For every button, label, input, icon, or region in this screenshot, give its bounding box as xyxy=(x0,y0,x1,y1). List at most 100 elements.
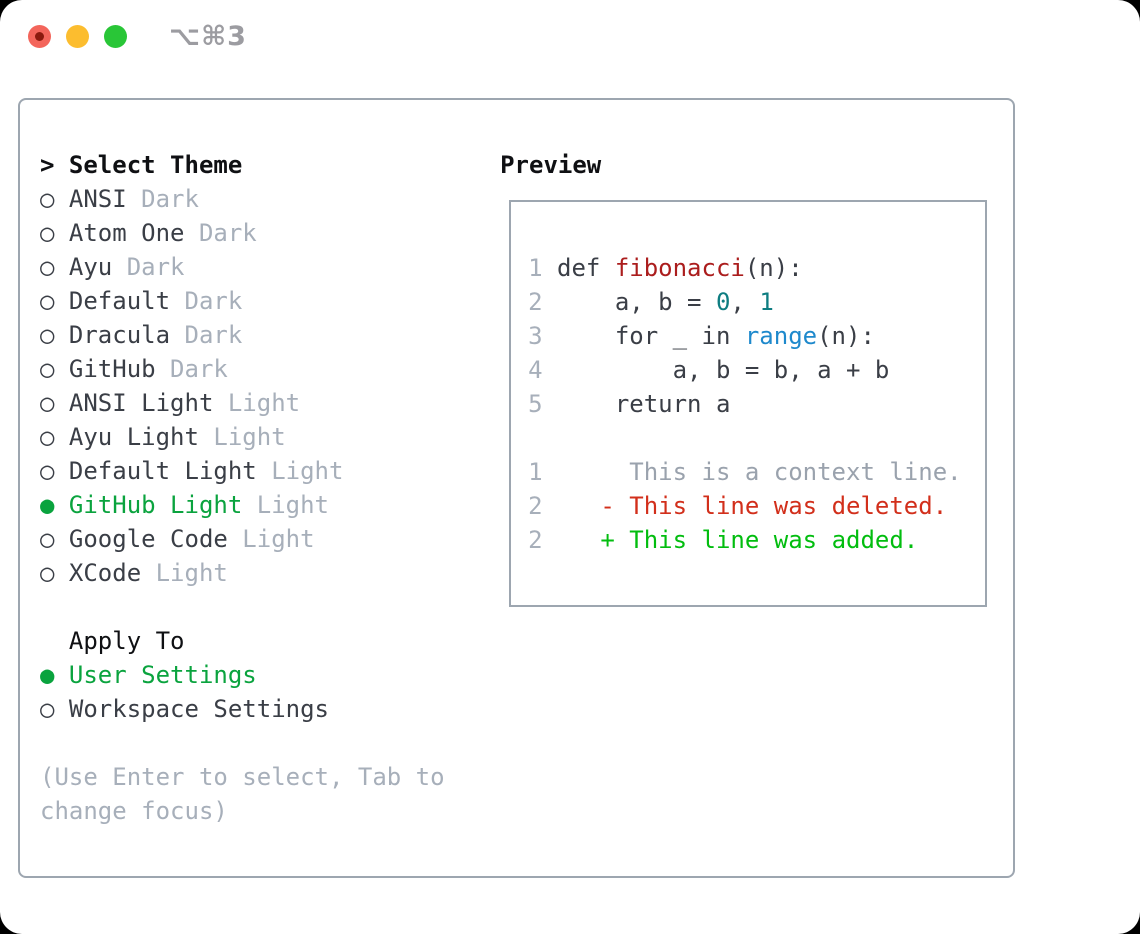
theme-name: Ayu xyxy=(54,253,127,281)
zoom-button[interactable] xyxy=(104,24,127,48)
radio-unselected-icon: ○ xyxy=(40,457,55,485)
preview-title: Preview xyxy=(500,151,602,179)
theme-name: XCode xyxy=(54,559,156,587)
radio-unselected-icon: ○ xyxy=(40,287,55,315)
theme-option-ansi[interactable]: ○ ANSI Dark xyxy=(40,182,500,216)
radio-unselected-icon: ○ xyxy=(40,525,55,553)
theme-name: GitHub xyxy=(54,355,171,383)
theme-variant: Dark xyxy=(198,219,257,247)
theme-variant: Light xyxy=(213,423,286,451)
code-segment: + This line was added. xyxy=(600,526,919,554)
code-segment: (n): xyxy=(817,322,875,350)
theme-variant: Dark xyxy=(184,321,243,349)
theme-list: ○ ANSI Dark○ Atom One Dark○ Ayu Dark○ De… xyxy=(40,182,500,590)
hint-line-2: change focus) xyxy=(40,797,228,825)
line-number: 2 xyxy=(528,288,558,316)
theme-variant: Dark xyxy=(170,355,228,383)
title-bar: ⌥⌘3 xyxy=(0,0,1140,72)
theme-list-column: > Select Theme ○ ANSI Dark○ Atom One Dar… xyxy=(40,148,500,876)
code-segment: 1 xyxy=(759,288,774,316)
code-segment: a, b = b, a + b xyxy=(557,356,890,384)
radio-unselected-icon: ○ xyxy=(40,695,55,723)
radio-selected-icon: ● xyxy=(40,491,55,519)
radio-unselected-icon: ○ xyxy=(40,321,55,349)
keyboard-shortcut-label: ⌥⌘3 xyxy=(169,20,247,52)
theme-variant: Dark xyxy=(126,253,185,281)
code-segment: 0 xyxy=(715,288,731,316)
theme-option-default-light[interactable]: ○ Default Light Light xyxy=(40,454,500,488)
code-segment: (n): xyxy=(744,254,803,282)
theme-variant: Light xyxy=(256,491,329,519)
theme-name: ANSI Light xyxy=(54,389,228,417)
theme-name: Default xyxy=(54,287,185,315)
theme-name: ANSI xyxy=(54,185,142,213)
theme-variant: Light xyxy=(242,525,315,553)
radio-unselected-icon: ○ xyxy=(40,253,55,281)
theme-option-ayu[interactable]: ○ Ayu Dark xyxy=(40,250,500,284)
apply-to-list: ● User Settings○ Workspace Settings xyxy=(40,658,500,726)
theme-variant: Light xyxy=(227,389,301,417)
spacer xyxy=(40,590,500,624)
code-segment: - This line was deleted. xyxy=(600,492,948,520)
diff-line: 2 + This line was added. xyxy=(528,523,985,557)
theme-variant: Dark xyxy=(184,287,243,315)
theme-variant: Dark xyxy=(141,185,199,213)
code-segment: fibonacci xyxy=(614,254,745,282)
diff-line: 2 - This line was deleted. xyxy=(528,489,985,523)
code-segment: range xyxy=(744,322,818,350)
theme-option-atom-one[interactable]: ○ Atom One Dark xyxy=(40,216,500,250)
radio-selected-icon: ● xyxy=(40,661,55,689)
cursor-arrow: > xyxy=(40,151,69,179)
radio-unselected-icon: ○ xyxy=(40,219,55,247)
apply-option-user-settings[interactable]: ● User Settings xyxy=(40,658,500,692)
theme-option-ayu-light[interactable]: ○ Ayu Light Light xyxy=(40,420,500,454)
code-segment xyxy=(557,526,600,554)
code-segment: This is a context line. xyxy=(557,458,962,486)
apply-option-workspace-settings[interactable]: ○ Workspace Settings xyxy=(40,692,500,726)
theme-option-default[interactable]: ○ Default Dark xyxy=(40,284,500,318)
line-number: 2 xyxy=(528,492,558,520)
radio-unselected-icon: ○ xyxy=(40,559,55,587)
code-line: 1 def fibonacci(n): xyxy=(528,251,985,285)
theme-name: Dracula xyxy=(54,321,185,349)
apply-option-label: User Settings xyxy=(54,661,257,689)
theme-variant: Light xyxy=(155,559,228,587)
theme-option-ansi-light[interactable]: ○ ANSI Light Light xyxy=(40,386,500,420)
code-line: 2 a, b = 0, 1 xyxy=(528,285,985,319)
code-line: 5 return a xyxy=(528,387,985,421)
code-segment: , xyxy=(730,288,760,316)
code-segment: return a xyxy=(557,390,731,418)
code-segment xyxy=(557,492,600,520)
traffic-lights xyxy=(28,24,127,48)
theme-name: Default Light xyxy=(54,457,272,485)
theme-option-github-light[interactable]: ● GitHub Light Light xyxy=(40,488,500,522)
spacer xyxy=(40,726,500,760)
theme-variant: Light xyxy=(271,457,344,485)
radio-unselected-icon: ○ xyxy=(40,355,55,383)
preview-column: Preview 1 def fibonacci(n):2 a, b = 0, 1… xyxy=(500,148,1013,876)
code-segment: a, b = xyxy=(557,288,716,316)
minimize-button[interactable] xyxy=(66,24,89,48)
code-line: 3 for _ in range(n): xyxy=(528,319,985,353)
hint-line-1: (Use Enter to select, Tab to xyxy=(40,763,445,791)
apply-to-header: Apply To xyxy=(40,627,185,655)
code-segment: for _ in xyxy=(557,322,745,350)
theme-option-github[interactable]: ○ GitHub Dark xyxy=(40,352,500,386)
radio-unselected-icon: ○ xyxy=(40,389,55,417)
line-number: 1 xyxy=(528,254,558,282)
radio-unselected-icon: ○ xyxy=(40,423,55,451)
code-line: 4 a, b = b, a + b xyxy=(528,353,985,387)
close-button-dot xyxy=(35,31,44,41)
line-number: 1 xyxy=(528,458,558,486)
theme-option-xcode[interactable]: ○ XCode Light xyxy=(40,556,500,590)
close-button[interactable] xyxy=(28,24,51,48)
theme-name: Ayu Light xyxy=(54,423,214,451)
theme-option-dracula[interactable]: ○ Dracula Dark xyxy=(40,318,500,352)
diff-line: 1 This is a context line. xyxy=(528,455,985,489)
theme-option-google-code[interactable]: ○ Google Code Light xyxy=(40,522,500,556)
select-theme-header: > Select Theme xyxy=(40,148,500,182)
select-theme-title: Select Theme xyxy=(68,151,243,179)
theme-name: Google Code xyxy=(54,525,243,553)
